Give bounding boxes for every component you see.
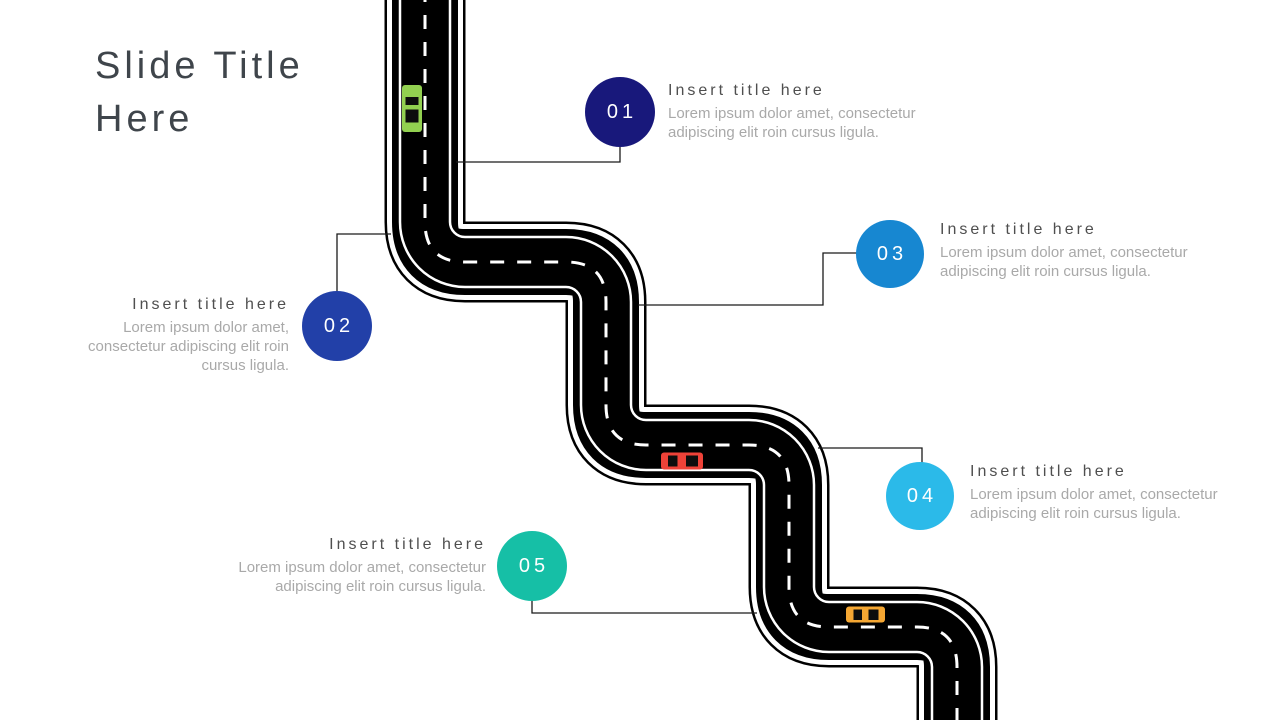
milestone-title-05: Insert title here (329, 536, 486, 553)
milestone-circle-03: 03 (856, 220, 924, 288)
road-center-dash (423, 0, 959, 720)
road-edge-line-left (398, 0, 934, 720)
milestone-text-05: Insert title here Lorem ipsum dolor amet… (216, 536, 486, 596)
red-car-icon (661, 452, 703, 470)
milestone-body-05: Lorem ipsum dolor amet, consectetur adip… (238, 559, 486, 595)
milestone-number-02: 02 (323, 314, 355, 337)
milestone-number-03: 03 (876, 242, 908, 265)
orange-car-icon (846, 606, 885, 623)
milestone-circle-04: 04 (886, 462, 954, 530)
connector-02 (336, 233, 391, 292)
green-car-icon (402, 85, 422, 132)
milestone-number-01: 01 (606, 100, 638, 123)
connector-05 (531, 600, 757, 614)
milestone-body-01: Lorem ipsum dolor amet, consectetur adip… (668, 105, 916, 141)
milestone-title-02: Insert title here (132, 296, 289, 313)
milestone-body-03: Lorem ipsum dolor amet, consectetur adip… (940, 244, 1188, 280)
milestone-title-04: Insert title here (970, 463, 1127, 480)
connector-01 (456, 147, 621, 163)
road-edge-line-right (448, 0, 984, 720)
milestone-title-01: Insert title here (668, 82, 825, 99)
milestone-circle-05: 05 (497, 531, 567, 601)
slide-title: Slide Title Here (95, 45, 304, 140)
milestone-body-04: Lorem ipsum dolor amet, consectetur adip… (970, 486, 1218, 522)
milestone-text-02: Insert title here Lorem ipsum dolor amet… (54, 296, 289, 375)
milestone-number-04: 04 (906, 484, 938, 507)
milestone-body-02: Lorem ipsum dolor amet, consectetur adip… (88, 319, 289, 374)
milestone-number-05: 05 (518, 554, 550, 577)
milestone-circle-01: 01 (585, 77, 655, 147)
connector-03 (638, 252, 857, 306)
connector-04 (818, 447, 923, 463)
milestone-text-01: Insert title here Lorem ipsum dolor amet… (668, 82, 940, 142)
milestone-text-03: Insert title here Lorem ipsum dolor amet… (940, 221, 1212, 281)
milestone-title-03: Insert title here (940, 221, 1097, 238)
milestone-text-04: Insert title here Lorem ipsum dolor amet… (970, 463, 1242, 523)
milestone-circle-02: 02 (302, 291, 372, 361)
